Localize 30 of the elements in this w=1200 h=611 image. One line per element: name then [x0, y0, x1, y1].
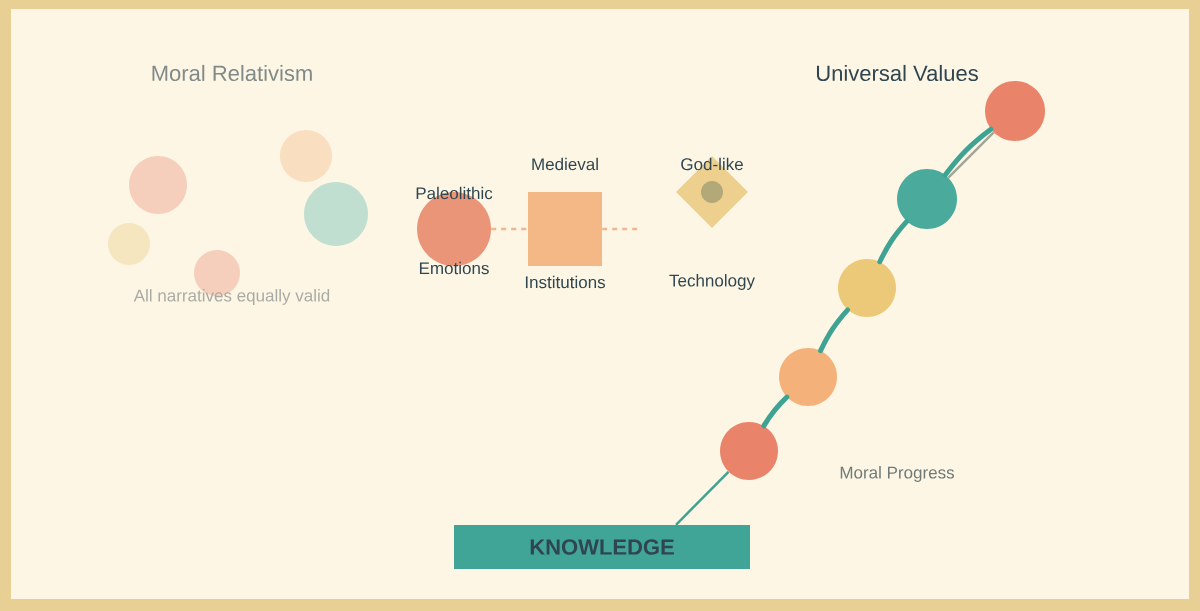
diamond-node [669, 156, 755, 290]
node-text: God-like [681, 157, 743, 171]
caption-text: Moral Progress [840, 466, 954, 482]
node-text: Paleolithic [416, 186, 493, 200]
circle-node [779, 348, 837, 406]
circle-node [897, 169, 957, 229]
node-text: Technology [669, 274, 755, 290]
circle-node [838, 259, 896, 317]
circle-node [304, 182, 368, 246]
node-text: KNOWLEDGE [530, 539, 674, 555]
circle-node [985, 81, 1045, 141]
circle-node [720, 422, 778, 480]
box-node [454, 525, 750, 569]
caption-text: All narratives equally valid [133, 289, 330, 305]
box-node [525, 157, 605, 289]
connector-line [818, 307, 851, 354]
connector-line [761, 394, 790, 429]
circle-node [416, 186, 493, 275]
circle-node [280, 130, 332, 182]
connector-line [877, 218, 910, 265]
connector-line [675, 470, 730, 526]
circle-node [108, 223, 150, 265]
circle-node [129, 156, 187, 214]
node-text: Emotions [419, 261, 489, 275]
node-text: Medieval [532, 157, 598, 171]
connector-line [491, 227, 528, 231]
heading: Moral Relativism [152, 64, 312, 82]
node-text: Institutions [525, 275, 605, 289]
connector-line [602, 227, 639, 231]
heading: Universal Values [817, 64, 978, 82]
